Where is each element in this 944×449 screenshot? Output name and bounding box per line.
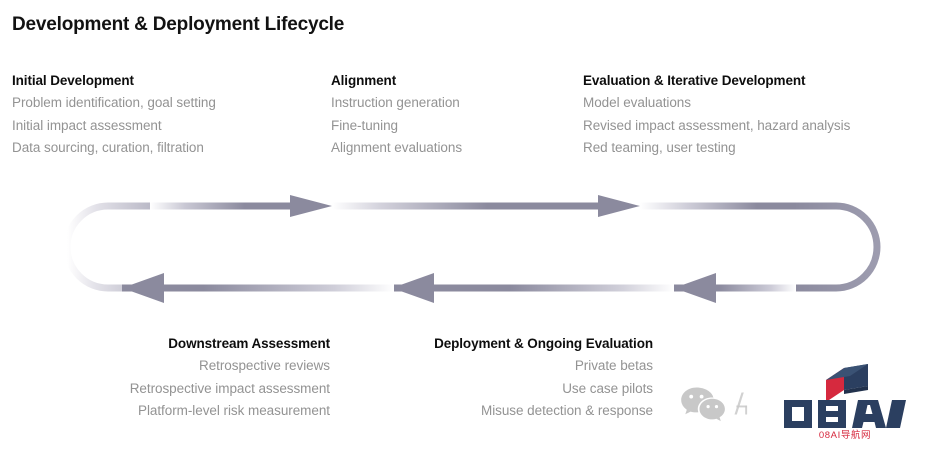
- phase-item: Retrospective reviews: [199, 358, 330, 373]
- phase-item: Misuse detection & response: [481, 403, 653, 418]
- brand-logo-08ai: 08AI导航网: [778, 360, 918, 440]
- loop-bottom-segment-3: [122, 273, 394, 303]
- loop-bottom-segment-2: [392, 273, 674, 303]
- loop-right-turn: [788, 202, 881, 292]
- loop-top-segment-2: [332, 195, 640, 217]
- phase-item: Alignment evaluations: [331, 140, 463, 155]
- phase-item: Data sourcing, curation, filtration: [12, 140, 204, 155]
- phase-item: Revised impact assessment, hazard analys…: [583, 117, 851, 133]
- phase-heading: Evaluation & Iterative Development: [583, 73, 806, 88]
- brand-tagline: 08AI导航网: [819, 429, 871, 440]
- phase-deployment-ongoing-evaluation: Deployment & Ongoing Evaluation Private …: [434, 332, 653, 423]
- phase-heading: Alignment: [331, 73, 397, 88]
- loop-top-segment-1: [150, 195, 332, 217]
- cube-icon: [826, 364, 868, 402]
- phase-heading: Deployment & Ongoing Evaluation: [434, 336, 653, 351]
- loop-left-turn: [63, 202, 156, 292]
- arrow-head-left: [674, 273, 716, 303]
- arrow-head-left: [392, 273, 434, 303]
- phase-downstream-assessment: Downstream Assessment Retrospective revi…: [130, 332, 330, 423]
- phase-evaluation-iterative-development: Evaluation & Iterative Development Model…: [583, 69, 850, 160]
- phase-item: Instruction generation: [331, 95, 460, 110]
- phase-item: Retrospective impact assessment: [129, 380, 330, 396]
- phase-item: Fine-tuning: [331, 117, 398, 133]
- arrow-head-right: [598, 195, 640, 217]
- arrow-head-right: [290, 195, 332, 217]
- phase-item: Private betas: [574, 358, 653, 373]
- phase-heading: Downstream Assessment: [168, 336, 330, 351]
- phase-heading: Initial Development: [12, 73, 134, 88]
- phase-item: Initial impact assessment: [12, 117, 162, 133]
- phase-initial-development: Initial Development Problem identificati…: [12, 69, 216, 160]
- phase-item: Platform-level risk measurement: [137, 403, 330, 418]
- arrow-head-left: [122, 273, 164, 303]
- brand-wordmark: [784, 400, 906, 428]
- wechat-icon: [678, 384, 758, 430]
- phase-item: Red teaming, user testing: [583, 140, 736, 155]
- phase-item: Use case pilots: [562, 380, 653, 396]
- loop-top-segment-3: [640, 202, 796, 210]
- lifecycle-loop-diagram: [0, 180, 944, 315]
- phase-item: Problem identification, goal setting: [12, 95, 216, 110]
- loop-bottom-segment-1: [672, 273, 796, 303]
- page-title: Development & Deployment Lifecycle: [12, 14, 345, 35]
- phase-alignment: Alignment Instruction generation Fine-tu…: [331, 69, 462, 160]
- phase-item: Model evaluations: [583, 95, 691, 110]
